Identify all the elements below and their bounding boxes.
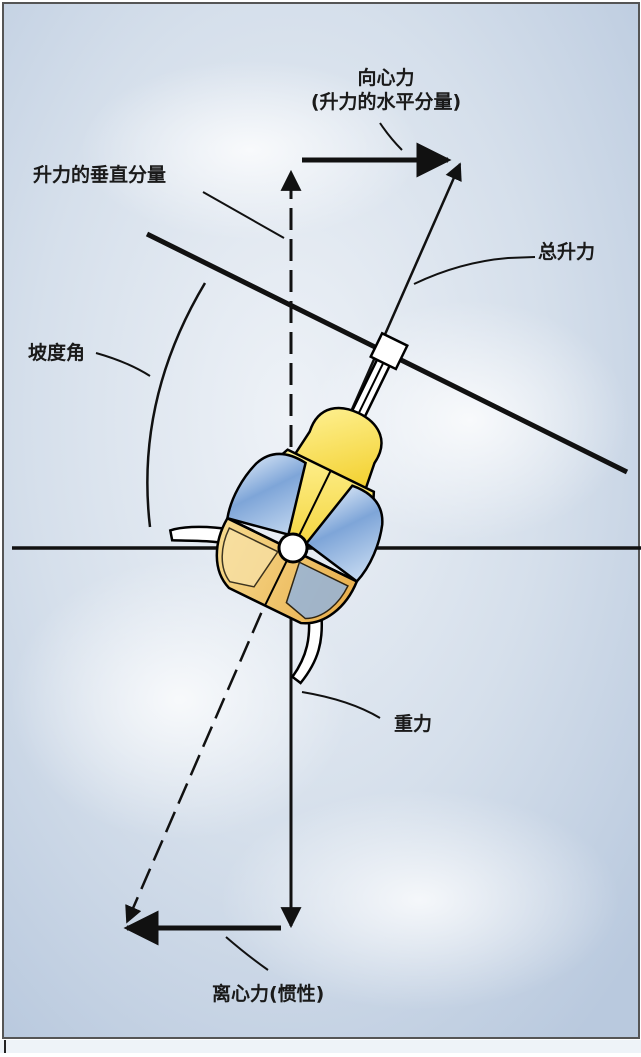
left-skid xyxy=(168,525,235,546)
centrifugal-force-label: 离心力(惯性) xyxy=(212,982,324,1005)
rotor-hub xyxy=(369,331,409,371)
bank-angle-label: 坡度角 xyxy=(28,341,85,364)
engine-cover xyxy=(290,406,383,496)
bottom-strip xyxy=(0,1040,641,1053)
cloud xyxy=(10,560,350,840)
lower-window-right xyxy=(285,561,349,620)
total-lift-leader-line xyxy=(413,256,536,285)
cloud xyxy=(80,60,420,240)
cloud xyxy=(220,790,620,1010)
centripetal-force-sublabel: (升力的水平分量) xyxy=(311,90,461,113)
lift-vertical-component-label: 升力的垂直分量 xyxy=(33,163,166,186)
centripetal-leader-line xyxy=(379,122,403,151)
frame-border xyxy=(2,2,640,1039)
center-of-gravity-marker xyxy=(277,532,309,564)
bank-angle-arc xyxy=(146,282,207,528)
centrifugal-leader-line xyxy=(225,936,269,971)
right-skid xyxy=(290,604,324,685)
gravity-leader-line xyxy=(301,691,381,719)
gravity-label: 重力 xyxy=(394,712,432,735)
centrifugal-resultant-line xyxy=(125,555,288,924)
centripetal-force-label: 向心力 xyxy=(357,66,414,89)
lift-vertical-leader-line xyxy=(202,191,285,239)
helicopter xyxy=(168,331,409,685)
bank-angle-leader-line xyxy=(95,352,151,377)
total-lift-label: 总升力 xyxy=(538,240,595,263)
lower-window-left xyxy=(221,527,279,588)
